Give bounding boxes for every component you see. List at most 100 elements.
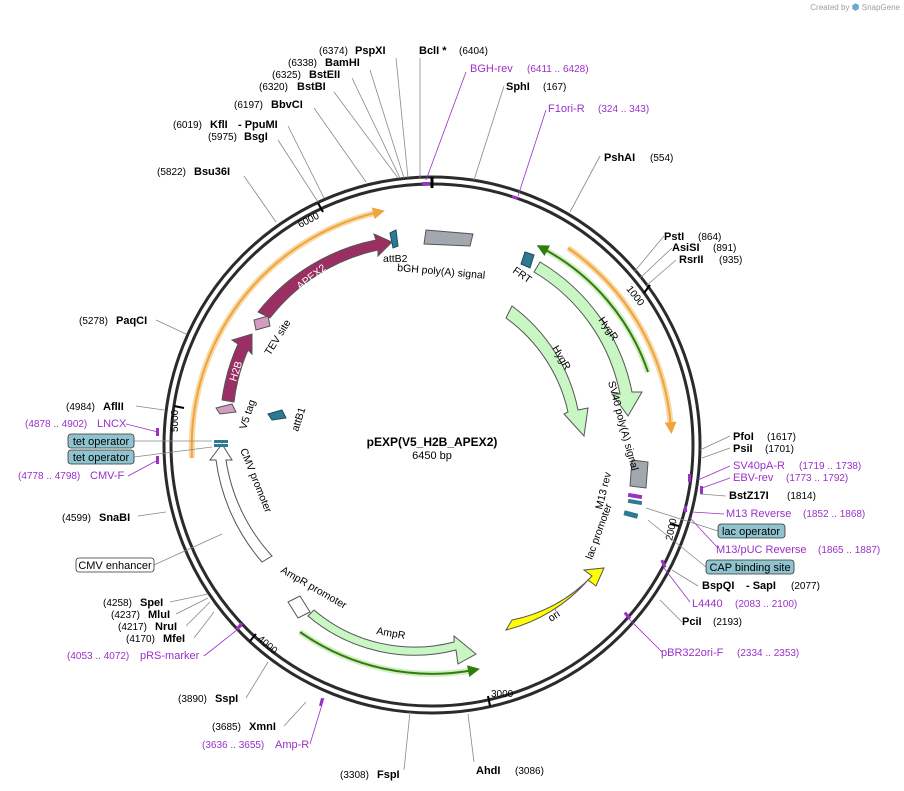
box-tet-operator-2-label: tet operator (73, 452, 130, 464)
pos-aflii: (4984) (66, 402, 95, 413)
enz-bstz17i[interactable]: BstZ17I (729, 490, 769, 502)
enz-sapi[interactable]: - SapI (746, 580, 776, 592)
feature-ampr-promoter[interactable] (287, 595, 311, 619)
pos-spei: (4258) (103, 598, 132, 609)
pos-bcli: (6404) (459, 46, 488, 57)
enz-paqci[interactable]: PaqCI (116, 315, 147, 327)
primer-prs-marker-range: (4053 .. 4072) (67, 651, 129, 662)
feature-v5-tag[interactable] (215, 403, 237, 415)
feature-ori[interactable] (504, 567, 605, 631)
pos-bsgi: (5975) (208, 132, 237, 143)
primer-m13-reverse-range: (1852 .. 1868) (803, 509, 865, 520)
primer-pbr322ori-f-range: (2334 .. 2353) (737, 648, 799, 659)
enz-pshai[interactable]: PshAI (604, 152, 635, 164)
feature-lac-operator[interactable] (627, 498, 643, 506)
primer-l4440-range: (2083 .. 2100) (735, 599, 797, 610)
enz-rsrii[interactable]: RsrII (679, 254, 703, 266)
box-lac-operator[interactable] (717, 523, 786, 539)
enz-snabi[interactable]: SnaBI (99, 512, 130, 524)
enz-ahdi[interactable]: AhdI (476, 765, 500, 777)
enz-nrui[interactable]: NruI (155, 621, 177, 633)
tick-6000: 6000 (296, 211, 321, 231)
feature-apex2[interactable] (257, 233, 393, 319)
box-tet-operator-1-label: tet operator (73, 436, 130, 448)
orange-arc-right (567, 247, 677, 434)
credit-brand: SnapGene (861, 3, 900, 12)
pos-pshai: (554) (650, 153, 673, 164)
plasmid-name: pEXP(V5_H2B_APEX2) (367, 435, 498, 449)
enz-aflii[interactable]: AflII (103, 401, 124, 413)
pos-paqci: (5278) (79, 316, 108, 327)
enz-ppumi[interactable]: - PpuMI (238, 119, 278, 131)
label-bgh-polya: bGH poly(A) signal (397, 262, 486, 282)
primer-l4440[interactable]: L4440 (692, 598, 723, 610)
primer-amp-r[interactable]: Amp-R (275, 739, 309, 751)
tick-5000: 5000 (170, 409, 181, 432)
primer-prs-marker[interactable]: pRS-marker (140, 650, 200, 662)
primer-lncx[interactable]: LNCX (97, 418, 127, 430)
enz-pfoi[interactable]: PfoI (733, 431, 754, 443)
feature-ampr[interactable] (307, 609, 477, 665)
enz-bcli[interactable]: BclI * (419, 45, 447, 57)
green-arc-ampr (299, 631, 480, 677)
enz-fspi[interactable]: FspI (377, 769, 400, 781)
primer-cmv-f[interactable]: CMV-F (90, 470, 125, 482)
box-cmv-enhancer-label: CMV enhancer (78, 560, 152, 572)
enz-psti[interactable]: PstI (664, 231, 684, 243)
primer-m13-reverse[interactable]: M13 Reverse (726, 508, 791, 520)
feature-frt[interactable] (520, 251, 535, 269)
enz-mfei[interactable]: MfeI (163, 633, 185, 645)
enz-bsu36i[interactable]: Bsu36I (194, 166, 230, 178)
feature-cap-site[interactable] (623, 510, 639, 519)
feature-bgh-polya[interactable] (423, 229, 474, 247)
orange-arc-left (190, 207, 385, 459)
enz-bspqi[interactable]: BspQI (702, 580, 734, 592)
feature-tev-site[interactable] (253, 315, 271, 331)
label-lac-promoter: lac promoter (584, 502, 615, 561)
enz-mlui[interactable]: MluI (148, 609, 170, 621)
box-cap-binding-site[interactable] (705, 559, 795, 575)
pos-asisi: (891) (713, 243, 736, 254)
label-attb2: attB2 (383, 253, 408, 265)
pos-xmni: (3685) (212, 722, 241, 733)
feature-attb2[interactable] (389, 229, 399, 249)
enz-pcii[interactable]: PciI (682, 616, 702, 628)
enz-kfli[interactable]: KflI (210, 119, 228, 131)
enz-bstbi[interactable]: BstBI (297, 81, 326, 93)
primer-pbr322ori-f[interactable]: pBR322ori-F (661, 647, 724, 659)
primer-ebv-rev[interactable]: EBV-rev (733, 472, 774, 484)
enz-sphi[interactable]: SphI (506, 81, 530, 93)
feature-hygr-inner[interactable] (505, 305, 589, 438)
enz-asisi[interactable]: AsiSI (672, 242, 700, 254)
box-tet-operator-1[interactable] (67, 433, 135, 449)
pos-bstz17i: (1814) (787, 491, 816, 502)
enz-xmni[interactable]: XmnI (249, 721, 276, 733)
primer-m13-puc-reverse[interactable]: M13/pUC Reverse (716, 544, 806, 556)
feature-tet-operator-2[interactable] (214, 444, 228, 447)
feature-sv40-polya[interactable] (629, 459, 649, 489)
box-tet-operator-2[interactable] (67, 449, 135, 465)
pos-bsu36i: (5822) (157, 167, 186, 178)
enz-bamhi[interactable]: BamHI (325, 57, 360, 69)
box-cmv-enhancer[interactable] (75, 557, 155, 573)
feature-h2b[interactable] (221, 333, 253, 403)
enz-bsteii[interactable]: BstEII (309, 69, 340, 81)
primer-sv40pa-r[interactable]: SV40pA-R (733, 460, 785, 472)
credit-text: Created by (810, 3, 850, 12)
enz-bbvci[interactable]: BbvCI (271, 99, 303, 111)
pos-psii: (1701) (765, 444, 794, 455)
label-v5-tag: V5 tag (237, 398, 258, 431)
feature-attb1[interactable] (267, 409, 287, 421)
feature-m13-rev[interactable] (627, 492, 643, 500)
enz-psii[interactable]: PsiI (733, 443, 753, 455)
tick-2000: 2000 (664, 517, 679, 541)
enz-sspi[interactable]: SspI (215, 693, 238, 705)
primer-bgh-rev[interactable]: BGH-rev (470, 63, 513, 75)
feature-hygr-outer[interactable] (533, 261, 643, 417)
feature-cmv-promoter[interactable] (209, 443, 273, 563)
enz-spei[interactable]: SpeI (140, 597, 163, 609)
primer-f1ori-r[interactable]: F1ori-R (548, 103, 585, 115)
enz-bsgi[interactable]: BsgI (244, 131, 268, 143)
enz-pspxi[interactable]: PspXI (355, 45, 386, 57)
feature-tet-operator-1[interactable] (214, 440, 228, 443)
